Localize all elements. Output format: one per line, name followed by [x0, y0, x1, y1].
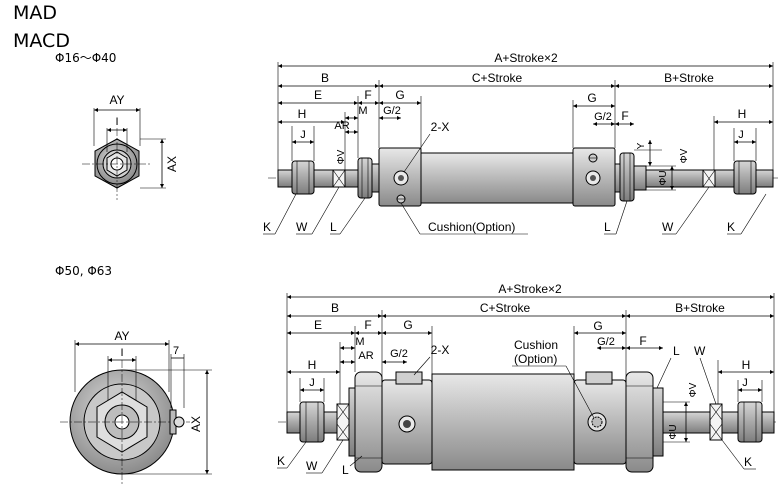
dim-AX-top: AX [165, 156, 179, 172]
dim-7-bottom: 7 [173, 345, 179, 357]
dim-B-top: B [321, 71, 329, 85]
label-L-bottom-right: L [673, 344, 680, 358]
rod-nut-left-bottom [299, 401, 325, 443]
dim-G2-top-right: G/2 [594, 111, 612, 123]
rod-nut-right [733, 160, 757, 195]
label-W-bottom-left: W [306, 459, 318, 473]
label-2X-top: 2-X [431, 120, 450, 134]
title-macd: MACD [13, 30, 70, 52]
dim-M-bottom: M [355, 336, 364, 348]
label-K-top-right: K [727, 220, 735, 234]
bore-range-top: Φ16～Φ40 [55, 51, 117, 65]
dim-G-bottom-right: G [593, 319, 602, 333]
dim-V-bottom: ΦV [688, 382, 699, 397]
label-K-bottom-right: K [744, 455, 752, 469]
dim-V-top: ΦV [336, 149, 347, 164]
label-L-bottom-left: L [342, 463, 349, 477]
label-cushion-bottom-1: Cushion [514, 338, 558, 352]
dim-G-top: G [395, 88, 404, 102]
dim-AY-top: AY [109, 93, 124, 107]
bore-range-bottom: Φ50, Φ63 [55, 264, 113, 278]
dim-AX-bottom: AX [189, 416, 203, 432]
bottom-side-view: AY I 7 AX [60, 329, 212, 484]
dim-H-bottom: H [308, 358, 317, 372]
cylinder-barrel-bottom [431, 373, 575, 471]
dim-G2-top: G/2 [383, 105, 401, 117]
cover-nut-right [619, 152, 635, 202]
dim-V-top-right: ΦV [679, 148, 690, 163]
top-side-view: AY I AX [82, 93, 179, 200]
dim-Bstroke-top: B+Stroke [664, 71, 714, 85]
dim-H-top: H [298, 107, 307, 121]
label-K-bottom-left: K [277, 454, 285, 468]
dim-overall-bottom: A+Stroke×2 [498, 282, 562, 296]
dim-J-top: J [300, 129, 306, 141]
label-W-bottom-right: W [694, 344, 706, 358]
dim-C-bottom: C+Stroke [480, 301, 531, 315]
dim-H-bottom-right: H [742, 358, 751, 372]
dim-E-bottom: E [314, 318, 322, 332]
dim-U-bottom: ΦU [668, 424, 679, 439]
dim-AR-top: AR [334, 120, 349, 132]
label-W-top-left: W [296, 220, 308, 234]
dim-J-top-right: J [738, 129, 744, 141]
dim-G2-bottom-right: G/2 [597, 336, 615, 348]
label-L-top-left: L [330, 220, 337, 234]
dim-I-bottom: I [120, 347, 123, 359]
dim-AY-bottom: AY [114, 329, 129, 343]
dim-overall-top: A+Stroke×2 [494, 51, 558, 65]
rod-nut-left [291, 160, 315, 195]
dim-G2-bottom: G/2 [390, 348, 408, 360]
cover-nut-left-bottom [354, 371, 383, 473]
label-L-top-right: L [604, 220, 611, 234]
bottom-main-view: A+Stroke×2 B C+Stroke B+Stroke E F G M A… [277, 282, 778, 477]
dim-U-top: ΦU [658, 170, 669, 185]
dim-C-top: C+Stroke [472, 71, 523, 85]
cover-nut-left [357, 157, 373, 199]
dim-J-bottom-right: J [742, 377, 748, 389]
dim-H-top-right: H [738, 107, 747, 121]
dim-B-bottom: B [331, 301, 339, 315]
label-2X-bottom: 2-X [431, 343, 450, 357]
label-cushion-bottom-2: (Option) [514, 352, 557, 366]
dim-G-top-right: G [587, 91, 596, 105]
dim-G-bottom: G [403, 318, 412, 332]
top-main-view: A+Stroke×2 B C+Stroke B+Stroke E F G M G… [263, 51, 778, 235]
label-K-top-left: K [263, 220, 271, 234]
title-mad: MAD [13, 2, 58, 24]
dim-AR-bottom: AR [358, 350, 373, 362]
dim-F-bottom: F [364, 318, 371, 332]
dim-F-bottom-right: F [639, 334, 646, 348]
dim-Bstroke-bottom: B+Stroke [675, 301, 725, 315]
dim-E-top: E [314, 88, 322, 102]
label-W-top-right: W [662, 220, 674, 234]
rod-nut-right-bottom [737, 401, 763, 443]
dim-F-top: F [364, 88, 371, 102]
dim-F-top-right: F [621, 109, 628, 123]
dim-Y-top: Y [636, 142, 647, 149]
dim-I-top: I [115, 116, 118, 128]
cylinder-barrel-top [420, 152, 574, 204]
cover-nut-right-bottom [625, 371, 654, 473]
dim-J-bottom: J [309, 377, 315, 389]
dim-M-top: M [358, 105, 367, 117]
label-cushion-top: Cushion(Option) [428, 220, 515, 234]
